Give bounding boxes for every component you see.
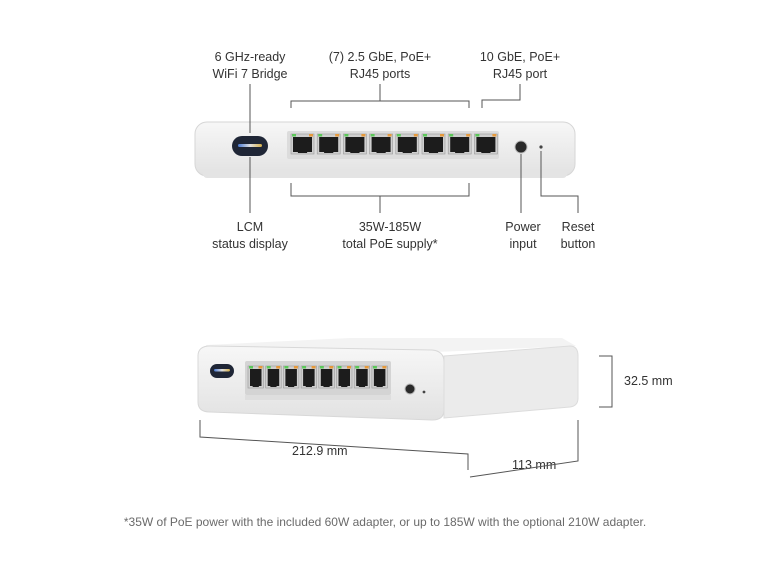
rj45-port-2.5gbe — [447, 133, 472, 155]
reset-button-hole — [539, 145, 543, 149]
callout-10gbe-port: 10 GbE, PoE+ RJ45 port — [479, 50, 561, 81]
callout-reset-button: Reset button — [560, 220, 596, 251]
dimension-depth: 113 mm — [512, 458, 557, 472]
dimension-lines — [199, 355, 613, 478]
rj45-port-2.5gbe — [247, 365, 264, 389]
leader-lines — [249, 84, 579, 213]
reset-button-hole-perspective — [422, 390, 426, 394]
rj45-port-group-perspective — [247, 365, 388, 389]
device-front-view — [194, 121, 576, 178]
rj45-port-2.5gbe — [421, 133, 446, 155]
rj45-port-group — [290, 133, 498, 155]
footnote: *35W of PoE power with the included 60W … — [123, 515, 647, 529]
rj45-port-2.5gbe — [343, 133, 367, 155]
dimension-height: 32.5 mm — [624, 374, 673, 388]
rj45-port-10gbe — [371, 365, 388, 389]
dimension-width: 212.9 mm — [292, 444, 348, 458]
rj45-port-2.5gbe — [318, 365, 335, 389]
rj45-port-2.5gbe — [283, 365, 300, 389]
callout-power-input: Power input — [505, 220, 541, 251]
callout-wifi-bridge: 6 GHz-ready WiFi 7 Bridge — [212, 50, 288, 81]
lcm-display — [232, 136, 268, 156]
lcm-display-perspective — [210, 364, 234, 378]
rj45-port-2.5gbe — [336, 365, 353, 389]
rj45-port-2.5gbe — [395, 133, 420, 155]
power-input-jack-perspective — [404, 383, 416, 395]
callout-2.5gbe-ports: (7) 2.5 GbE, PoE+ RJ45 ports — [328, 50, 432, 81]
rj45-port-2.5gbe — [300, 365, 317, 389]
power-input-jack — [514, 140, 528, 154]
callout-poe-supply: 35W-185W total PoE supply* — [342, 220, 438, 251]
rj45-port-10gbe — [474, 133, 498, 155]
rj45-port-2.5gbe — [353, 365, 371, 389]
device-perspective-view — [197, 338, 579, 421]
rj45-port-2.5gbe — [316, 133, 341, 155]
rj45-port-2.5gbe — [369, 133, 393, 155]
callout-lcm: LCM status display — [212, 220, 288, 251]
rj45-port-2.5gbe — [265, 365, 282, 389]
rj45-port-2.5gbe — [290, 133, 315, 155]
